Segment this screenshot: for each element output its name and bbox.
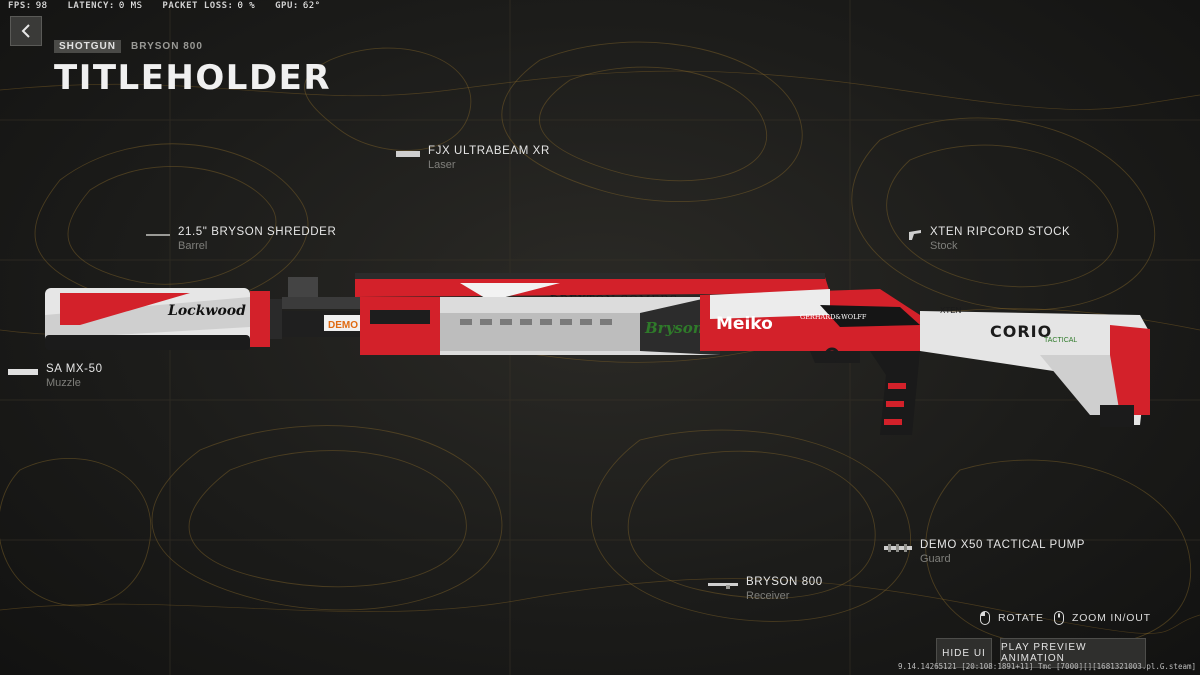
attachment-name: FJX ULTRABEAM XR — [428, 145, 550, 157]
guard-small-decal: DEMO — [328, 320, 358, 331]
attachment-name: XTEN RIPCORD STOCK — [930, 226, 1071, 238]
category-badge: SHOTGUN — [54, 40, 121, 53]
attachment-barrel[interactable]: 21.5" BRYSON SHREDDER Barrel — [146, 226, 336, 252]
stock-small-decal: TACTICAL — [1044, 337, 1077, 344]
weapon-category-row: SHOTGUN BRYSON 800 — [54, 40, 203, 53]
attachment-guard[interactable]: DEMO X50 TACTICAL PUMP Guard — [884, 539, 1085, 565]
receiver-small-decal: GERHARD&WOLFF — [800, 313, 867, 321]
stock-side-decal: XTEN — [940, 306, 962, 315]
weapon-name: BRYSON 800 — [131, 41, 203, 52]
receiver-icon — [708, 583, 738, 589]
muzzle-icon — [8, 369, 38, 375]
guard-icon — [884, 544, 912, 552]
laser-icon — [396, 151, 420, 157]
suppressor-brand: Lockwood — [167, 303, 246, 319]
weapon-model[interactable]: Lockwood DEMO DREXTON SOMERS Bryson Meik… — [40, 255, 1160, 435]
barrel — [282, 297, 362, 309]
chevron-left-icon — [21, 24, 30, 38]
gpu-label: GPU: — [275, 1, 299, 11]
attachment-slot: Stock — [930, 240, 958, 252]
fps-value: 98 — [35, 1, 48, 11]
receiver: Meiko GERHARD&WOLFF — [700, 289, 920, 435]
attachment-laser[interactable]: FJX ULTRABEAM XR Laser — [396, 145, 550, 171]
zoom-hint: ZOOM IN/OUT — [1054, 611, 1151, 625]
stock: XTEN CORIO TACTICAL — [920, 306, 1150, 427]
stock-icon — [909, 230, 921, 240]
zoom-label: ZOOM IN/OUT — [1072, 612, 1151, 624]
guard-brand: Bryson — [644, 319, 704, 337]
attachment-name: 21.5" BRYSON SHREDDER — [178, 226, 337, 238]
attachment-slot: Muzzle — [46, 377, 81, 389]
handguard: Bryson — [360, 295, 720, 355]
stock-brand: CORIO — [990, 322, 1052, 341]
back-button[interactable] — [10, 16, 42, 46]
mouse-left-icon — [980, 611, 990, 625]
gpu-value: 62° — [302, 1, 321, 11]
mouse-wheel-icon — [1054, 611, 1064, 625]
fps-label: FPS: — [8, 1, 32, 11]
attachment-name: BRYSON 800 — [746, 576, 823, 588]
attachment-slot: Receiver — [746, 590, 790, 602]
packet-loss-label: PACKET LOSS: — [162, 1, 234, 11]
attachment-slot: Laser — [428, 159, 456, 171]
build-version: 9.14.14265121 [20:108:1891+11] Tmc [7000… — [897, 662, 1196, 671]
performance-stats: FPS:98 LATENCY:0 MS PACKET LOSS:0 % GPU:… — [8, 1, 335, 11]
latency-value: 0 MS — [118, 1, 143, 11]
attachment-stock[interactable]: XTEN RIPCORD STOCK Stock — [908, 226, 1070, 252]
hide-ui-button[interactable]: HIDE UI — [936, 638, 992, 668]
receiver-brand: Meiko — [716, 314, 773, 334]
rotate-hint: ROTATE — [980, 611, 1044, 625]
attachment-name: DEMO X50 TACTICAL PUMP — [920, 539, 1086, 551]
attachment-slot: Guard — [920, 553, 951, 565]
latency-label: LATENCY: — [67, 1, 115, 11]
barrel-icon — [146, 234, 170, 236]
suppressor: Lockwood — [45, 288, 282, 350]
attachment-slot: Barrel — [178, 240, 208, 252]
attachment-name: SA MX-50 — [46, 363, 103, 375]
packet-loss-value: 0 % — [237, 1, 256, 11]
play-preview-animation-button[interactable]: PLAY PREVIEW ANIMATION — [1000, 638, 1146, 668]
rotate-label: ROTATE — [998, 612, 1044, 624]
blueprint-title: TITLEHOLDER — [54, 58, 332, 98]
